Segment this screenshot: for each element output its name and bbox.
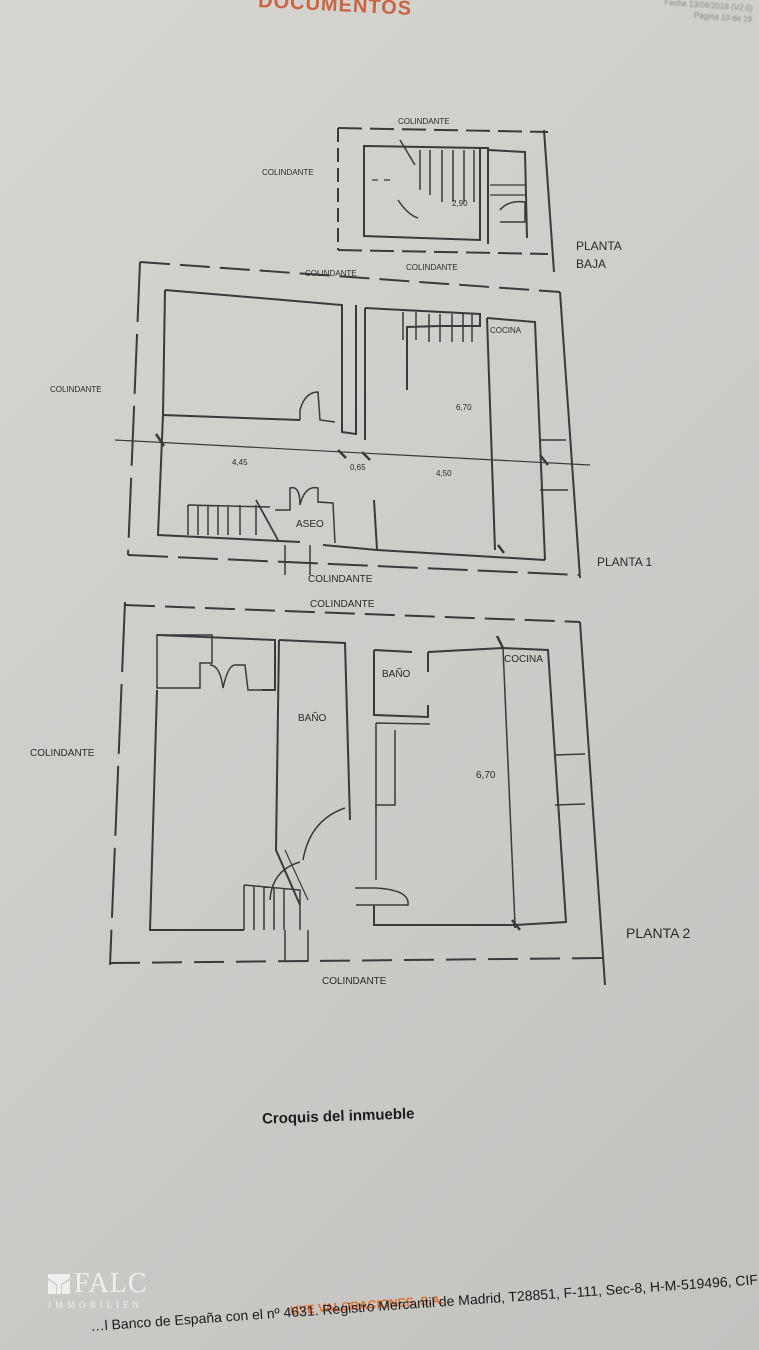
neighbor-label: COLINDANTE (262, 168, 314, 177)
room-label: COCINA (504, 654, 543, 665)
watermark-subtitle: IMMOBILIEN (48, 1300, 143, 1310)
room-label: COCINA (490, 326, 522, 335)
neighbor-label: COLINDANTE (398, 117, 450, 126)
watermark-name: FALC (74, 1268, 148, 1299)
neighbor-label: COLINDANTE (322, 976, 387, 987)
neighbor-label: COLINDANTE (406, 263, 458, 272)
dimension-label: 2,90 (452, 199, 468, 208)
watermark-logo: FALC IMMOBILIEN (48, 1270, 148, 1310)
floor-label: BAJA (576, 257, 606, 271)
floor-label: PLANTA (576, 239, 622, 253)
dimension-label: 6,70 (456, 403, 472, 412)
neighbor-label: COLINDANTE (305, 269, 357, 278)
floorplan-drawing: COLINDANTE COLINDANTE COLINDANTE 2,90 PL… (30, 117, 691, 987)
neighbor-label: COLINDANTE (30, 748, 95, 759)
room-label: BAÑO (298, 711, 327, 724)
floor-label: PLANTA 1 (597, 555, 652, 569)
room-label: BAÑO (382, 667, 411, 680)
neighbor-label: COLINDANTE (308, 574, 373, 585)
floorplan-planta-2 (109, 601, 606, 986)
dimension-label: 4,45 (232, 458, 248, 467)
floorplan-planta-baja (337, 127, 555, 273)
dimension-label: 0,65 (350, 463, 366, 472)
floorplan-planta-1 (114, 261, 591, 579)
falc-logo-icon (48, 1274, 70, 1294)
floor-label: PLANTA 2 (626, 925, 691, 941)
neighbor-label: COLINDANTE (50, 385, 102, 394)
neighbor-label: COLINDANTE (310, 599, 375, 610)
caption: Croquis del inmueble (261, 1105, 415, 1128)
room-label: ASEO (296, 519, 324, 530)
dimension-label: 4,50 (436, 469, 452, 478)
dimension-label: 6,70 (476, 770, 496, 781)
footer-registry: …l Banco de España con el nº 4631. Regis… (90, 1271, 759, 1334)
